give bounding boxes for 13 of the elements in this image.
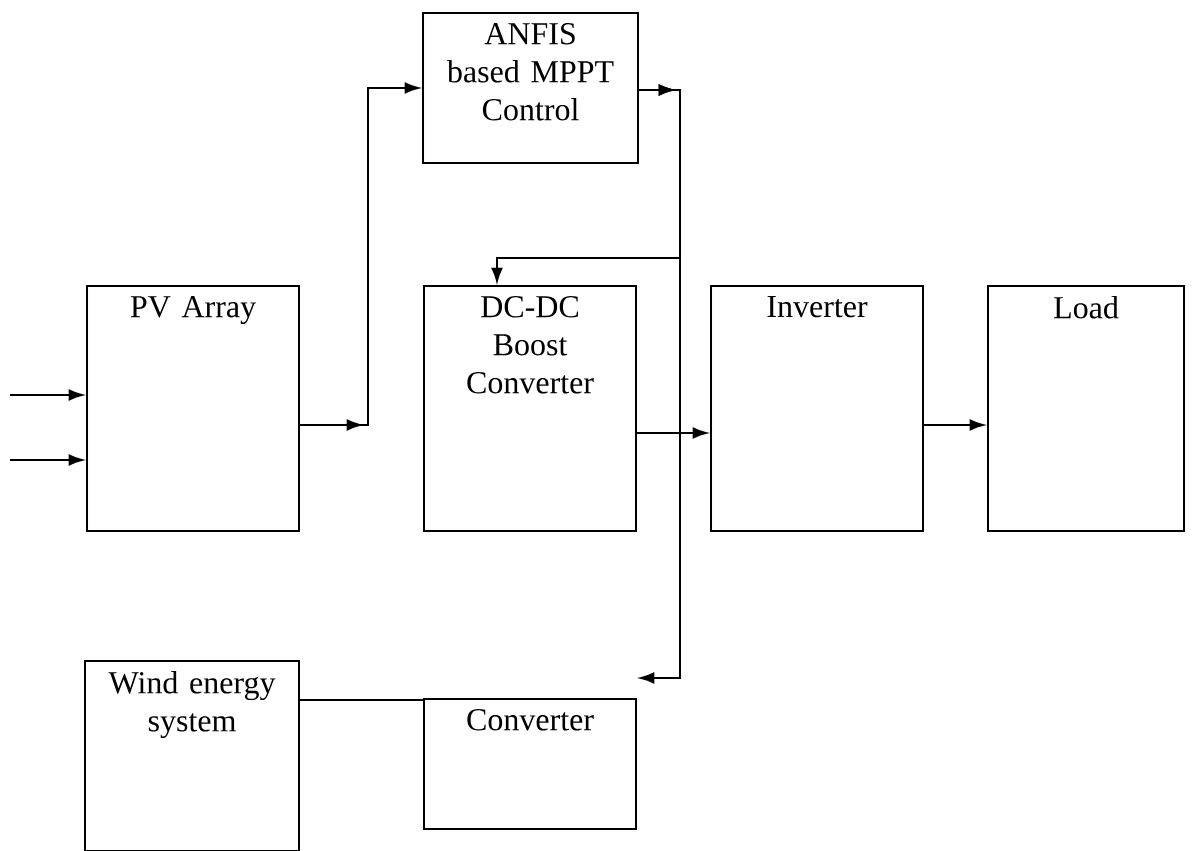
arrow (923, 419, 984, 431)
block-box: PV Array (86, 285, 300, 532)
block-box: DC-DC Boost Converter (423, 285, 637, 532)
arrow (636, 427, 707, 439)
block-box: Inverter (710, 285, 924, 532)
arrow (9, 389, 83, 401)
block-box: ANFIS based MPPT Control (422, 12, 639, 164)
arrow (9, 454, 83, 466)
block-box: Load (987, 285, 1185, 532)
arrow (638, 84, 681, 684)
block-box: Converter (423, 698, 637, 830)
arrow (299, 82, 419, 431)
block-box: Wind energy system (84, 660, 300, 851)
